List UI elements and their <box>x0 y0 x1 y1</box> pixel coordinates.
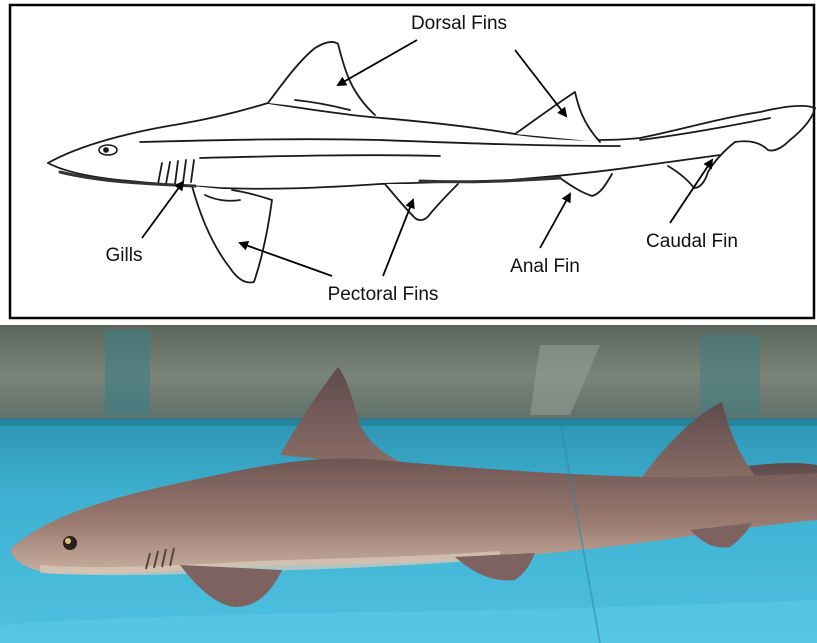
tank-panel <box>105 330 150 415</box>
diagram-frame <box>10 5 814 318</box>
label-pectoral-fins: Pectoral Fins <box>328 284 439 305</box>
label-anal-fin: Anal Fin <box>510 256 580 277</box>
arrow-caudal <box>670 160 712 223</box>
arrow-anal <box>540 194 570 248</box>
label-gills: Gills <box>106 245 143 266</box>
label-caudal-fin: Caudal Fin <box>646 231 738 252</box>
arrow-first-dorsal <box>338 40 417 85</box>
arrow-pelvic <box>383 200 413 276</box>
tank-panel <box>700 335 760 415</box>
arrow-second-dorsal <box>515 50 566 116</box>
labeled-shark-diagram: Dorsal Fins Caudal Fin Anal Fin Pectoral… <box>0 0 817 325</box>
photo-svg <box>0 325 817 643</box>
arrow-gills <box>142 182 183 238</box>
label-dorsal-fins: Dorsal Fins <box>411 13 507 34</box>
shark-photo <box>0 325 817 643</box>
diagram-svg: Dorsal Fins Caudal Fin Anal Fin Pectoral… <box>0 0 817 325</box>
